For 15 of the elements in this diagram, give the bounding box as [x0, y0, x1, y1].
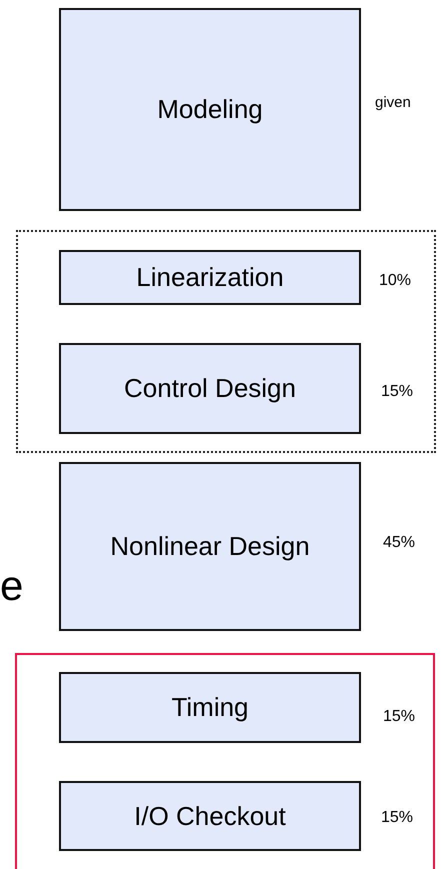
share-label: 45%: [383, 534, 416, 552]
step-label: Modeling: [157, 94, 263, 125]
text-fragment: e: [0, 562, 24, 610]
share-label: 15%: [381, 809, 414, 827]
share-label: 15%: [381, 383, 414, 401]
group-frame: [15, 653, 435, 869]
step-label: I/O Checkout: [134, 800, 286, 832]
step-label: Nonlinear Design: [110, 531, 310, 562]
group-frame: [16, 230, 436, 453]
share-label: 15%: [383, 708, 416, 726]
step-label: Timing: [171, 692, 249, 723]
step-label: Linearization: [136, 262, 284, 293]
share-label: given: [375, 94, 411, 111]
step-label: Control Design: [124, 373, 296, 404]
share-label: 10%: [379, 272, 412, 290]
